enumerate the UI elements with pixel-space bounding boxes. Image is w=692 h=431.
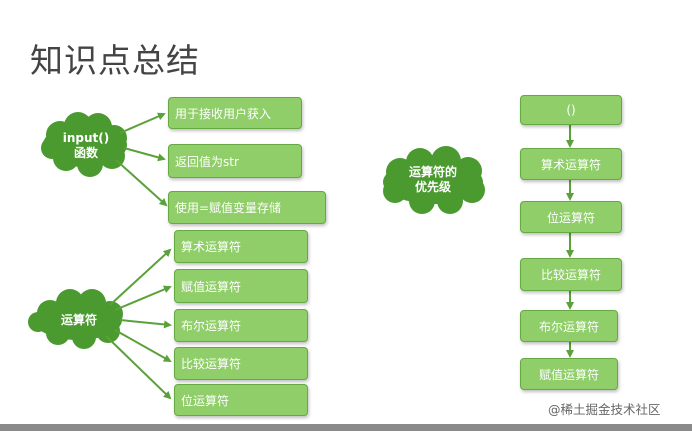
watermark: @稀土掘金技术社区: [548, 402, 661, 417]
priority-box-1: (): [520, 95, 622, 125]
bottom-bar: [0, 424, 692, 431]
operator-box-1: 算术运算符: [174, 230, 308, 263]
priority-box-2: 算术运算符: [520, 148, 622, 180]
arrow-input-2: [123, 147, 166, 162]
operator-box-5: 位运算符: [174, 384, 308, 416]
priority-cloud-line1: 运算符的: [408, 165, 457, 179]
operator-box-4: 比较运算符: [174, 347, 308, 380]
operator-cloud-label: 运算符: [60, 313, 97, 327]
arrow-op-5: [105, 335, 172, 400]
priority-cloud-shape: [383, 146, 485, 214]
arrow-op-2: [114, 285, 172, 311]
input-box-3: 使用=赋值变量存储: [168, 191, 326, 224]
priority-box-5: 布尔运算符: [520, 310, 618, 342]
priority-box-6: 赋值运算符: [520, 358, 618, 390]
arrow-op-1: [109, 248, 172, 306]
priority-cloud-line2: 优先级: [414, 180, 451, 194]
input-cloud-shape: [41, 112, 127, 177]
input-cloud-line1: input(): [62, 131, 110, 145]
slide-title: 知识点总结: [30, 41, 200, 80]
arrow-op-4: [114, 329, 172, 362]
priority-box-3: 位运算符: [520, 201, 622, 233]
operator-box-2: 赋值运算符: [174, 269, 308, 303]
operator-cloud-shape: [28, 289, 123, 349]
arrow-op-3: [119, 319, 172, 329]
priority-box-4: 比较运算符: [520, 258, 622, 291]
arrow-input-1: [119, 112, 166, 134]
input-cloud-line2: 函数: [73, 146, 98, 160]
arrow-input-3: [115, 159, 168, 207]
input-box-2: 返回值为str: [168, 144, 302, 178]
operator-box-3: 布尔运算符: [174, 309, 308, 342]
priority-cloud-label: 运算符的 优先级: [398, 165, 468, 195]
input-cloud-label: input() 函数: [55, 131, 117, 161]
input-box-1: 用于接收用户获入: [168, 97, 302, 129]
